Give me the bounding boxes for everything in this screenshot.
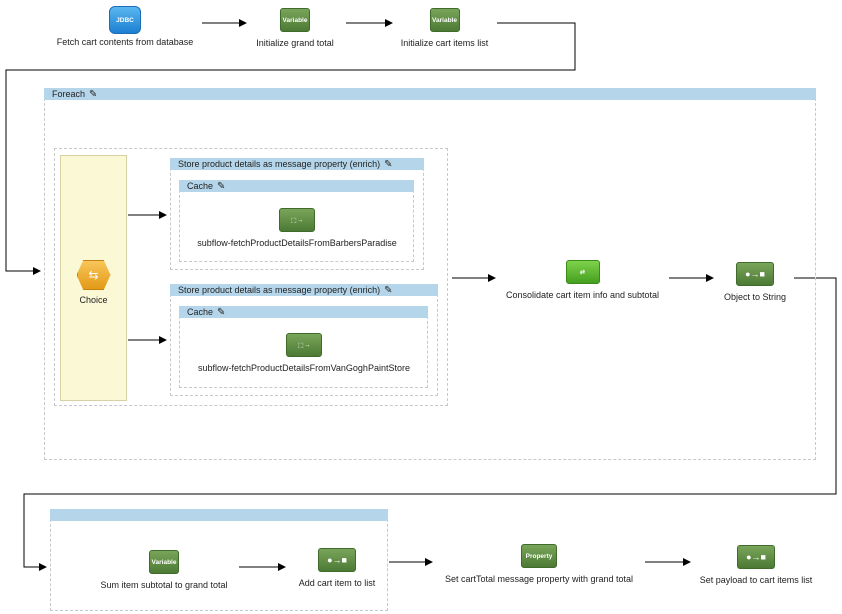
fetch-cart-label: Fetch cart contents from database: [56, 37, 194, 47]
add-cart-item-node[interactable]: ●→■ Add cart item to list: [282, 548, 392, 588]
init-grand-total-label: Initialize grand total: [256, 38, 334, 48]
set-payload-node[interactable]: ●→■ Set payload to cart items list: [690, 545, 822, 585]
transformer-icon: ●→■: [737, 545, 775, 569]
consolidate-label: Consolidate cart item info and subtotal: [505, 290, 660, 300]
init-cart-items-label: Initialize cart items list: [400, 38, 489, 48]
object-to-string-node[interactable]: ●→■ Object to String: [710, 262, 800, 302]
edit-icon[interactable]: ✎: [384, 285, 393, 296]
object-to-string-label: Object to String: [723, 292, 787, 302]
edit-icon[interactable]: ✎: [217, 181, 226, 192]
fetch-cart-node[interactable]: JDBC Fetch cart contents from database: [40, 6, 210, 47]
enrich-title-2: Store product details as message propert…: [178, 285, 381, 295]
subflow-vangogh-node[interactable]: ⬚→ subflow-fetchProductDetailsFromVanGog…: [180, 333, 428, 373]
add-cart-item-label: Add cart item to list: [298, 578, 376, 588]
edit-icon[interactable]: ✎: [217, 307, 226, 318]
transformer-icon: ●→■: [318, 548, 356, 572]
set-cart-total-node[interactable]: Property Set cartTotal message property …: [430, 544, 648, 584]
bottom-scope-header[interactable]: [50, 509, 388, 521]
transform-icon: ⇄: [565, 260, 600, 284]
init-grand-total-node[interactable]: Variable Initialize grand total: [240, 8, 350, 48]
sum-subtotal-node[interactable]: Variable Sum item subtotal to grand tota…: [86, 550, 242, 590]
flow-reference-icon: ⬚→: [279, 208, 315, 232]
enrich-header-2[interactable]: Store product details as message propert…: [170, 284, 438, 296]
foreach-header[interactable]: Foreach✎: [44, 88, 816, 100]
subflow-vangogh-label: subflow-fetchProductDetailsFromVanGoghPa…: [198, 363, 410, 373]
set-payload-label: Set payload to cart items list: [699, 575, 813, 585]
sum-subtotal-label: Sum item subtotal to grand total: [100, 580, 228, 590]
transformer-icon: ●→■: [736, 262, 774, 286]
enrich-title-1: Store product details as message propert…: [178, 159, 381, 169]
property-icon: Property: [521, 544, 557, 568]
variable-icon: Variable: [429, 8, 460, 32]
subflow-barbers-node[interactable]: ⬚→ subflow-fetchProductDetailsFromBarber…: [180, 208, 414, 248]
cache-header-1[interactable]: Cache✎: [179, 180, 414, 192]
choice-panel[interactable]: ⇆ Choice: [60, 155, 127, 401]
consolidate-node[interactable]: ⇄ Consolidate cart item info and subtota…: [495, 260, 670, 300]
choice-label: Choice: [79, 295, 108, 305]
edit-icon[interactable]: ✎: [384, 159, 393, 170]
subflow-barbers-label: subflow-fetchProductDetailsFromBarbersPa…: [197, 238, 397, 248]
database-icon: JDBC: [109, 6, 141, 34]
variable-icon: Variable: [149, 550, 179, 574]
init-cart-items-node[interactable]: Variable Initialize cart items list: [387, 8, 502, 48]
cache-header-2[interactable]: Cache✎: [179, 306, 428, 318]
variable-icon: Variable: [280, 8, 310, 32]
edit-icon[interactable]: ✎: [89, 89, 98, 100]
set-cart-total-label: Set cartTotal message property with gran…: [444, 574, 634, 584]
enrich-header-1[interactable]: Store product details as message propert…: [170, 158, 424, 170]
choice-router-scope[interactable]: [54, 148, 448, 406]
foreach-title: Foreach: [52, 89, 86, 99]
cache-title-1: Cache: [187, 181, 214, 191]
cache-title-2: Cache: [187, 307, 214, 317]
choice-icon: ⇆: [76, 260, 111, 290]
flow-reference-icon: ⬚→: [286, 333, 322, 357]
